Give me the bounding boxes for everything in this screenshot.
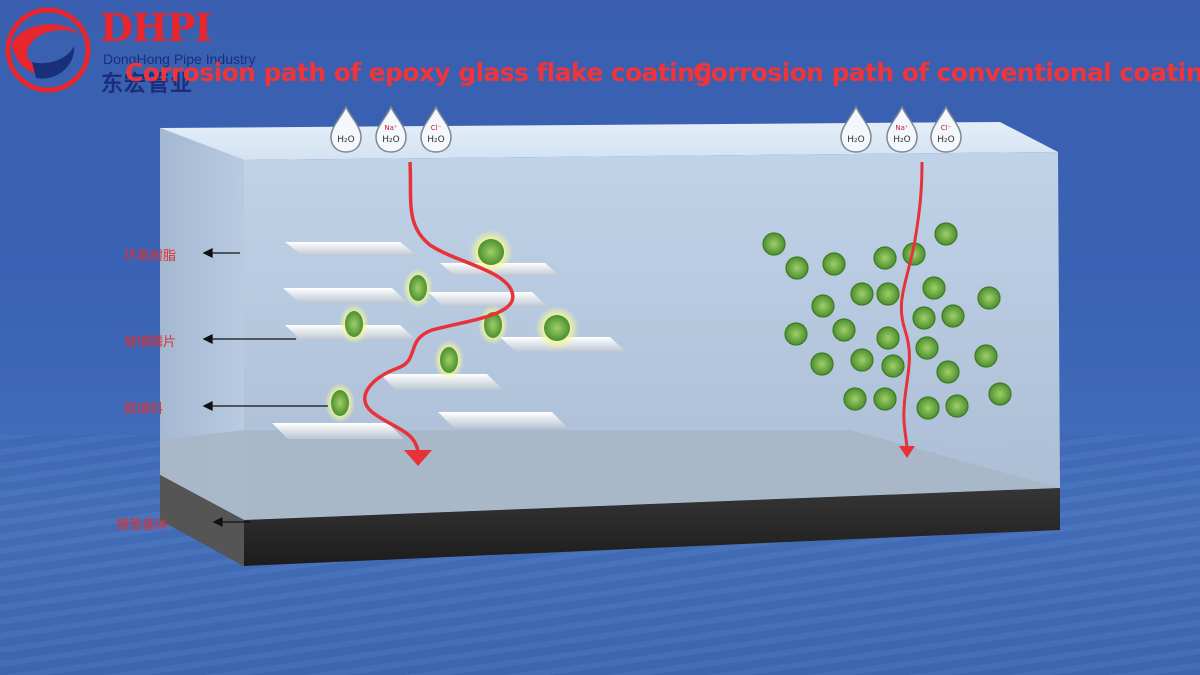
filler-particle (977, 286, 1001, 310)
filler-particle (881, 354, 905, 378)
flake (285, 242, 418, 256)
filler-particle (535, 306, 579, 350)
label-glass-flake: 玻璃鳞片 (124, 335, 177, 350)
title-epoxy-glass-flake: Corrosion path of epoxy glass flake coat… (125, 58, 712, 87)
filler-particle (934, 222, 958, 246)
filler-particle (974, 344, 998, 368)
logo-chinese-name: 东宏管业 (101, 72, 194, 97)
ion-label: Na⁺ (384, 124, 398, 132)
filler-particle (325, 383, 355, 423)
filler-particle (988, 382, 1012, 406)
water-label: H₂O (427, 135, 444, 145)
flake (283, 288, 408, 303)
filler-particle (873, 387, 897, 411)
flake (428, 292, 548, 307)
filler-particle (832, 318, 856, 342)
ion-drops-left: H₂O Na⁺ H₂O Cl⁻ H₂O (330, 105, 452, 153)
label-steel-substrate: 钢管基体 (116, 518, 169, 533)
steel-substrate (160, 475, 1060, 566)
filler-particle (478, 305, 508, 345)
water-drop-icon: Na⁺ H₂O (375, 105, 407, 153)
filler-particle (469, 230, 513, 274)
corrosion-path-left (363, 161, 515, 453)
filler-particle (810, 352, 834, 376)
filler-particle (403, 268, 433, 308)
glowing-fillers (325, 230, 579, 423)
glass-flakes (272, 242, 626, 439)
title-conventional: Corrosion path of conventional coating (693, 58, 1200, 87)
filler-particle (784, 322, 808, 346)
logo-wordmark: DHPI (100, 5, 212, 50)
logo-swirl-icon (5, 7, 91, 93)
water-label: H₂O (337, 135, 354, 145)
filler-particle (850, 282, 874, 306)
block-front-face (244, 152, 1060, 520)
ion-label: Cl⁻ (431, 124, 442, 132)
filler-particle (339, 304, 369, 344)
filler-particle (941, 304, 965, 328)
filler-particle (922, 276, 946, 300)
water-label: H₂O (893, 135, 910, 145)
label-pointers (202, 247, 328, 528)
substrate-side (160, 475, 244, 566)
filler-particle (912, 306, 936, 330)
water-label: H₂O (937, 135, 954, 145)
filler-particle (876, 282, 900, 306)
filler-particle (876, 326, 900, 350)
path-arrowhead-right (899, 446, 915, 458)
filler-particle (945, 394, 969, 418)
flake (380, 374, 503, 390)
flake (272, 423, 404, 439)
company-logo: DHPI DongHong Pipe Industry 东宏管业 (0, 0, 300, 100)
water-label: H₂O (382, 135, 399, 145)
filler-particle (850, 348, 874, 372)
filler-particle (785, 256, 809, 280)
water-label: H₂O (847, 135, 864, 145)
filler-particle (762, 232, 786, 256)
filler-particle (822, 252, 846, 276)
ion-label: Cl⁻ (941, 124, 952, 132)
filler-particle (916, 396, 940, 420)
corrosion-path-right (899, 161, 924, 449)
block-left-side (160, 128, 244, 520)
flake (438, 412, 568, 428)
conventional-fillers (762, 222, 1012, 420)
filler-particle (843, 387, 867, 411)
water-drop-icon: Na⁺ H₂O (886, 105, 918, 153)
label-epoxy-resin: 环氧树脂 (124, 249, 177, 264)
block-bottom-surface (160, 430, 1060, 520)
filler-particle (873, 246, 897, 270)
ion-drops-right: H₂O Na⁺ H₂O Cl⁻ H₂O (840, 105, 962, 153)
label-pigment-filler: 颜填料 (124, 402, 164, 417)
filler-particle (811, 294, 835, 318)
ion-label: Na⁺ (895, 124, 909, 132)
logo-english-name: DongHong Pipe Industry (103, 51, 256, 67)
path-arrowhead-left (404, 450, 432, 466)
filler-particle (434, 340, 464, 380)
water-drop-icon: H₂O (840, 105, 872, 153)
filler-particle (936, 360, 960, 384)
filler-particle (915, 336, 939, 360)
water-drop-icon: Cl⁻ H₂O (420, 105, 452, 153)
water-drop-icon: Cl⁻ H₂O (930, 105, 962, 153)
water-drop-icon: H₂O (330, 105, 362, 153)
